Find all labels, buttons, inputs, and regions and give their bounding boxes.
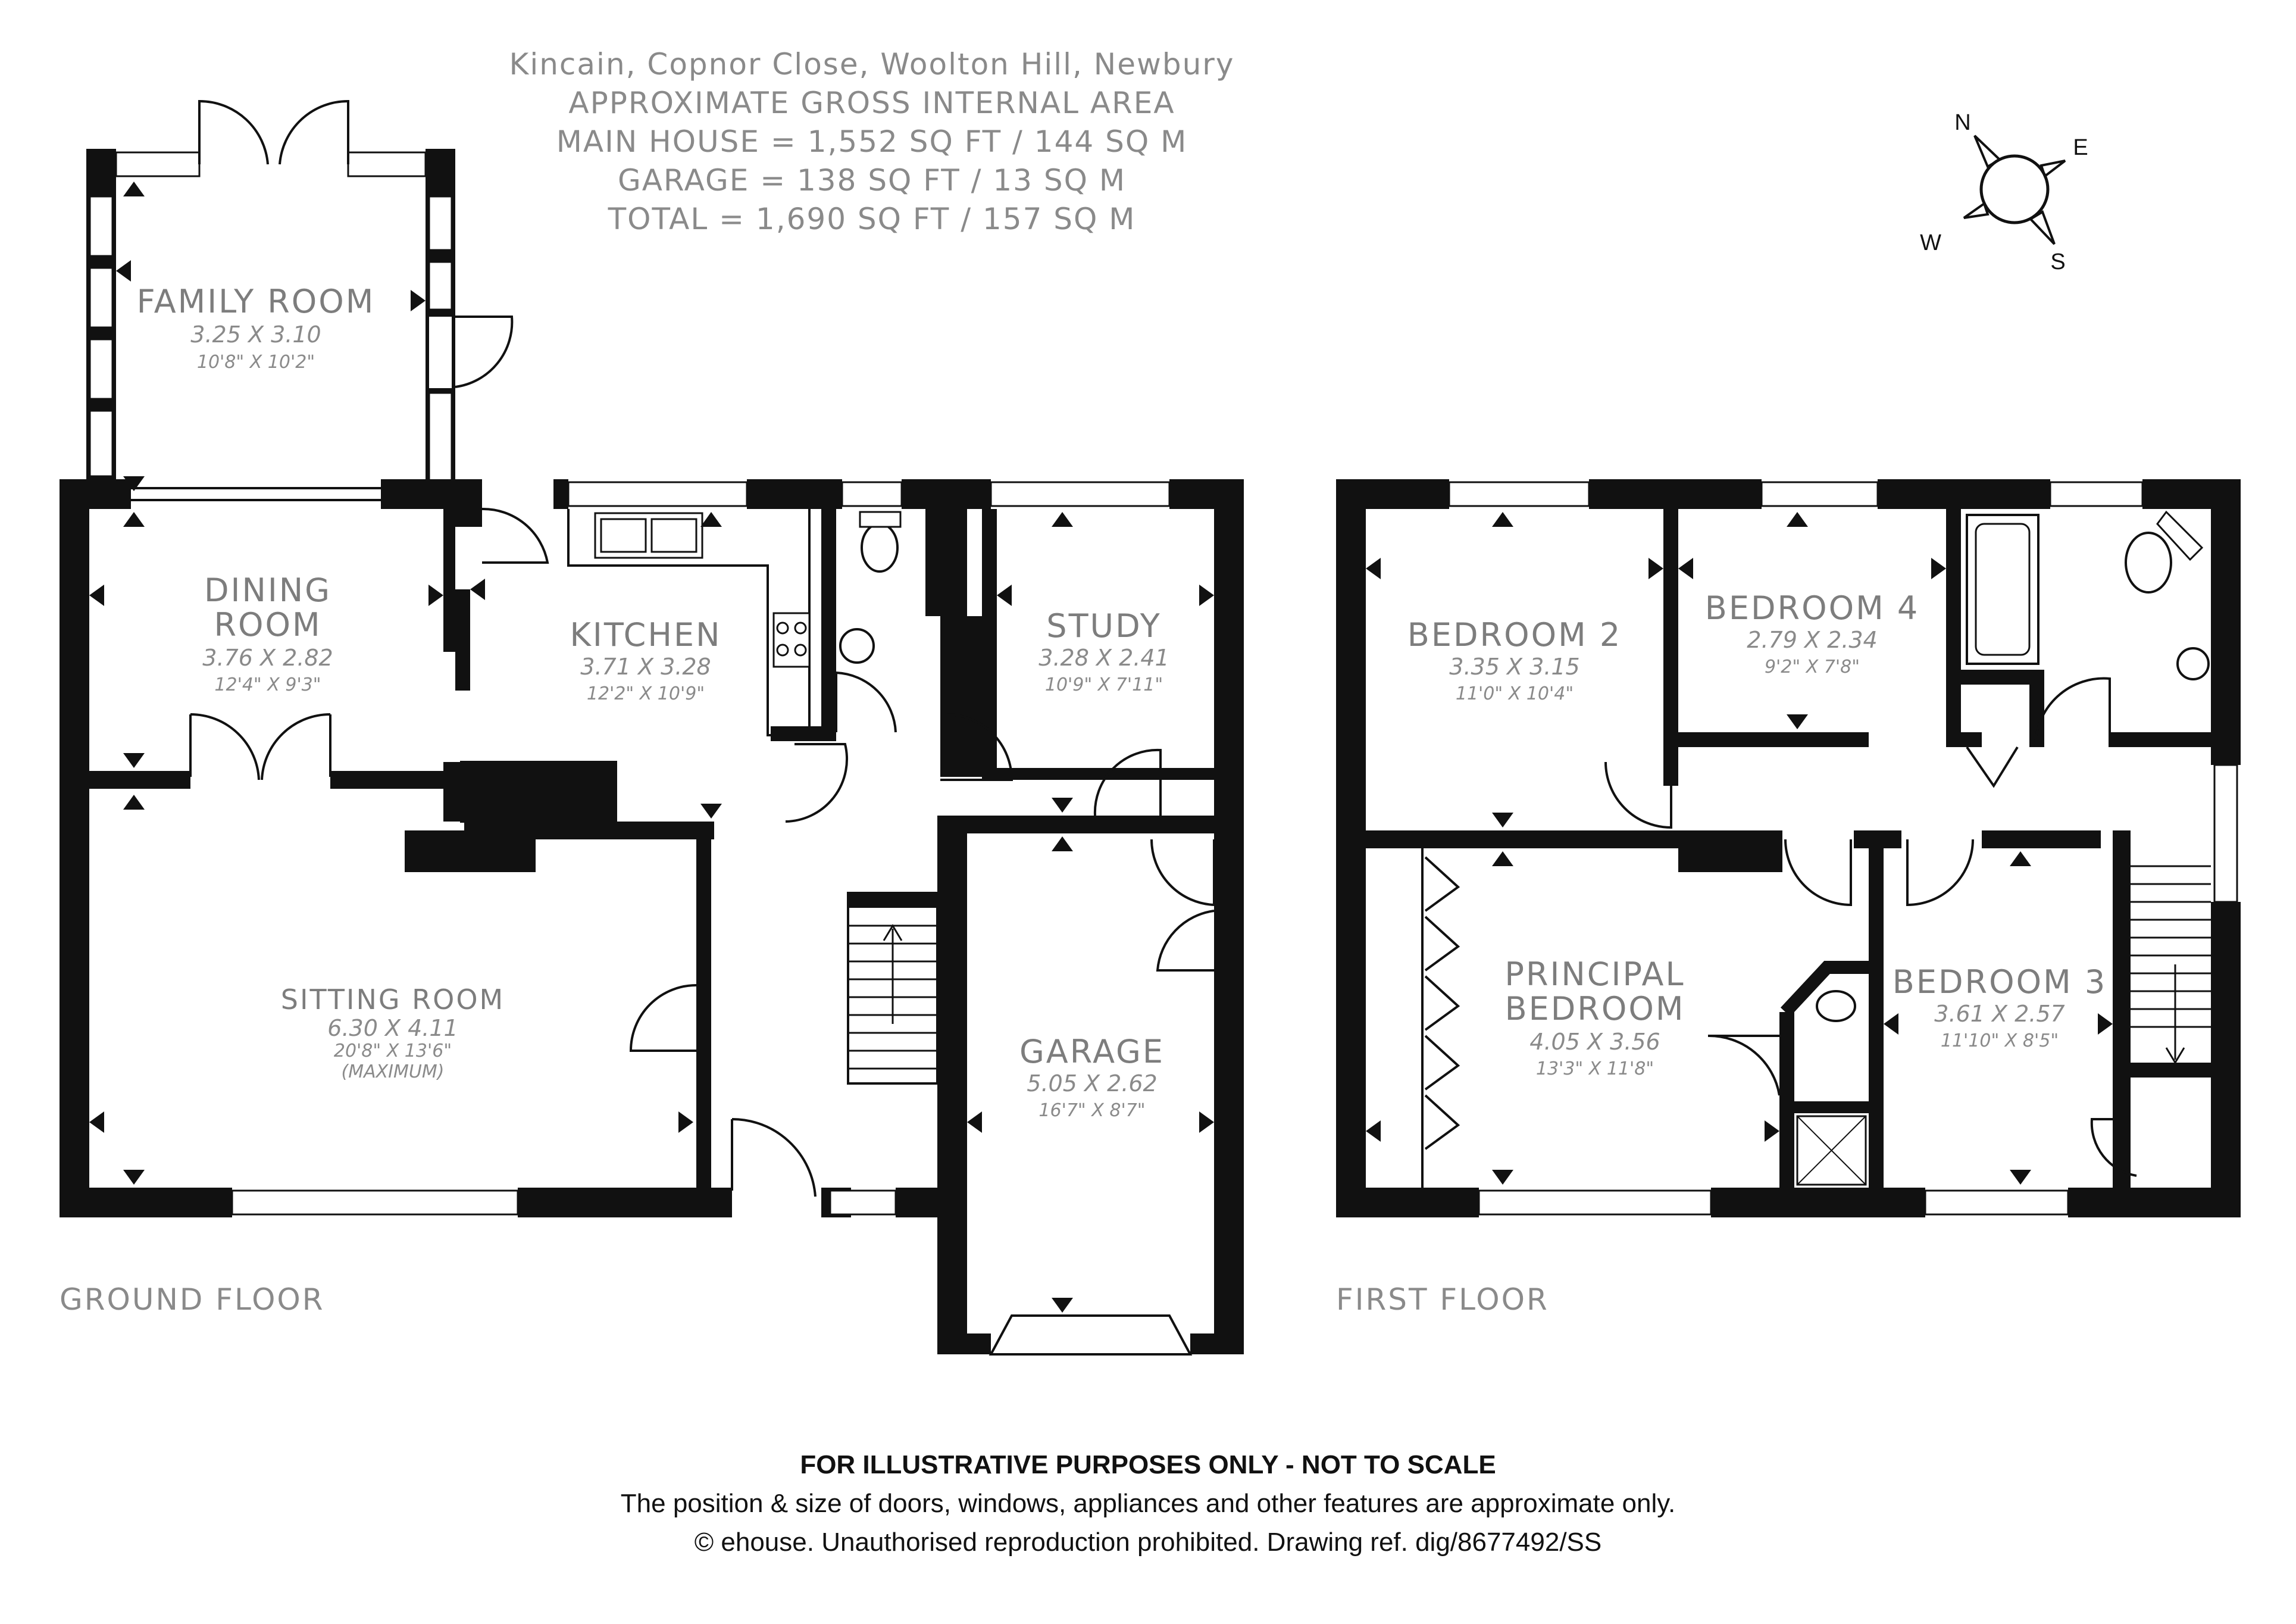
disclaimer: FOR ILLUSTRATIVE PURPOSES ONLY - NOT TO … bbox=[621, 1450, 1675, 1557]
room-imperial: 10'8" X 10'2" bbox=[197, 352, 315, 373]
room-kitchen: KITCHEN 3.71 X 3.28 12'2" X 10'9" bbox=[570, 616, 722, 704]
room-garage: GARAGE 5.05 X 2.62 16'7" X 8'7" bbox=[1019, 1033, 1165, 1121]
ground-floor-label: GROUND FLOOR bbox=[60, 1282, 325, 1317]
room-name-line2: BEDROOM bbox=[1505, 990, 1685, 1028]
room-imperial: 20'8" X 13'6" bbox=[334, 1041, 452, 1061]
room-metric: 3.25 X 3.10 bbox=[190, 321, 321, 348]
room-metric: 5.05 X 2.62 bbox=[1027, 1070, 1157, 1097]
room-name-line1: PRINCIPAL bbox=[1504, 955, 1685, 993]
compass-west: W bbox=[1920, 230, 1941, 255]
room-metric: 4.05 X 3.56 bbox=[1529, 1029, 1660, 1055]
disclaimer-line-3: © ehouse. Unauthorised reproduction proh… bbox=[695, 1528, 1602, 1557]
room-bedroom-2: BEDROOM 2 3.35 X 3.15 11'0" X 10'4" bbox=[1407, 616, 1622, 704]
room-metric: 6.30 X 4.11 bbox=[327, 1015, 458, 1041]
first-floor-walls bbox=[1336, 479, 2241, 1217]
compass-east: E bbox=[2073, 135, 2088, 160]
room-metric: 3.35 X 3.15 bbox=[1449, 654, 1579, 680]
room-imperial: 9'2" X 7'8" bbox=[1765, 657, 1860, 677]
room-name-line1: DINING bbox=[204, 571, 331, 609]
room-name: FAMILY ROOM bbox=[137, 283, 376, 320]
room-imperial: 16'7" X 8'7" bbox=[1038, 1100, 1145, 1121]
compass-south: S bbox=[2050, 249, 2065, 274]
room-imperial: 11'10" X 8'5" bbox=[1941, 1030, 2059, 1051]
total-area: TOTAL = 1,690 SQ FT / 157 SQ M bbox=[608, 202, 1136, 236]
room-name-line2: ROOM bbox=[214, 606, 321, 644]
ground-floor-walls bbox=[60, 99, 1244, 1356]
room-family-room: FAMILY ROOM 3.25 X 3.10 10'8" X 10'2" bbox=[137, 283, 376, 373]
header: Kincain, Copnor Close, Woolton Hill, New… bbox=[509, 47, 1235, 236]
room-name: SITTING ROOM bbox=[281, 983, 505, 1016]
room-name: BEDROOM 4 bbox=[1705, 589, 1919, 627]
room-bedroom-4: BEDROOM 4 2.79 X 2.34 9'2" X 7'8" bbox=[1705, 589, 1919, 677]
main-house-area: MAIN HOUSE = 1,552 SQ FT / 144 SQ M bbox=[556, 124, 1187, 159]
area-title: APPROXIMATE GROSS INTERNAL AREA bbox=[568, 86, 1175, 120]
room-imperial: 12'4" X 9'3" bbox=[214, 674, 321, 695]
address: Kincain, Copnor Close, Woolton Hill, New… bbox=[509, 47, 1235, 82]
room-name: KITCHEN bbox=[570, 616, 722, 654]
room-name: BEDROOM 2 bbox=[1407, 616, 1622, 654]
room-metric: 3.61 X 2.57 bbox=[1934, 1001, 2064, 1027]
room-metric: 3.76 X 2.82 bbox=[202, 645, 333, 671]
room-study: STUDY 3.28 X 2.41 10'9" X 7'11" bbox=[1038, 607, 1169, 695]
room-name: STUDY bbox=[1046, 607, 1161, 645]
first-floor-label: FIRST FLOOR bbox=[1336, 1282, 1549, 1317]
room-metric: 2.79 X 2.34 bbox=[1747, 627, 1877, 653]
room-name: GARAGE bbox=[1019, 1033, 1165, 1070]
compass-icon: N E S W bbox=[1920, 110, 2088, 274]
room-imperial: 13'3" X 11'8" bbox=[1536, 1058, 1654, 1079]
compass-north: N bbox=[1954, 110, 1970, 135]
disclaimer-line-2: The position & size of doors, windows, a… bbox=[621, 1489, 1675, 1518]
room-dining-room: DINING ROOM 3.76 X 2.82 12'4" X 9'3" bbox=[202, 571, 333, 695]
disclaimer-title: FOR ILLUSTRATIVE PURPOSES ONLY - NOT TO … bbox=[800, 1450, 1496, 1479]
room-imperial: 10'9" X 7'11" bbox=[1045, 674, 1163, 695]
room-imperial: 11'0" X 10'4" bbox=[1456, 683, 1574, 704]
dimension-arrows bbox=[89, 182, 2113, 1313]
room-principal-bedroom: PRINCIPAL BEDROOM 4.05 X 3.56 13'3" X 11… bbox=[1504, 955, 1685, 1079]
room-metric: 3.28 X 2.41 bbox=[1038, 645, 1169, 671]
room-note: (MAXIMUM) bbox=[342, 1061, 445, 1082]
garage-area: GARAGE = 138 SQ FT / 13 SQ M bbox=[618, 163, 1126, 198]
room-bedroom-3: BEDROOM 3 3.61 X 2.57 11'10" X 8'5" bbox=[1893, 963, 2107, 1051]
room-name: BEDROOM 3 bbox=[1893, 963, 2107, 1001]
room-sitting-room: SITTING ROOM 6.30 X 4.11 20'8" X 13'6" (… bbox=[281, 983, 505, 1082]
room-imperial: 12'2" X 10'9" bbox=[587, 683, 705, 704]
room-metric: 3.71 X 3.28 bbox=[580, 654, 711, 680]
